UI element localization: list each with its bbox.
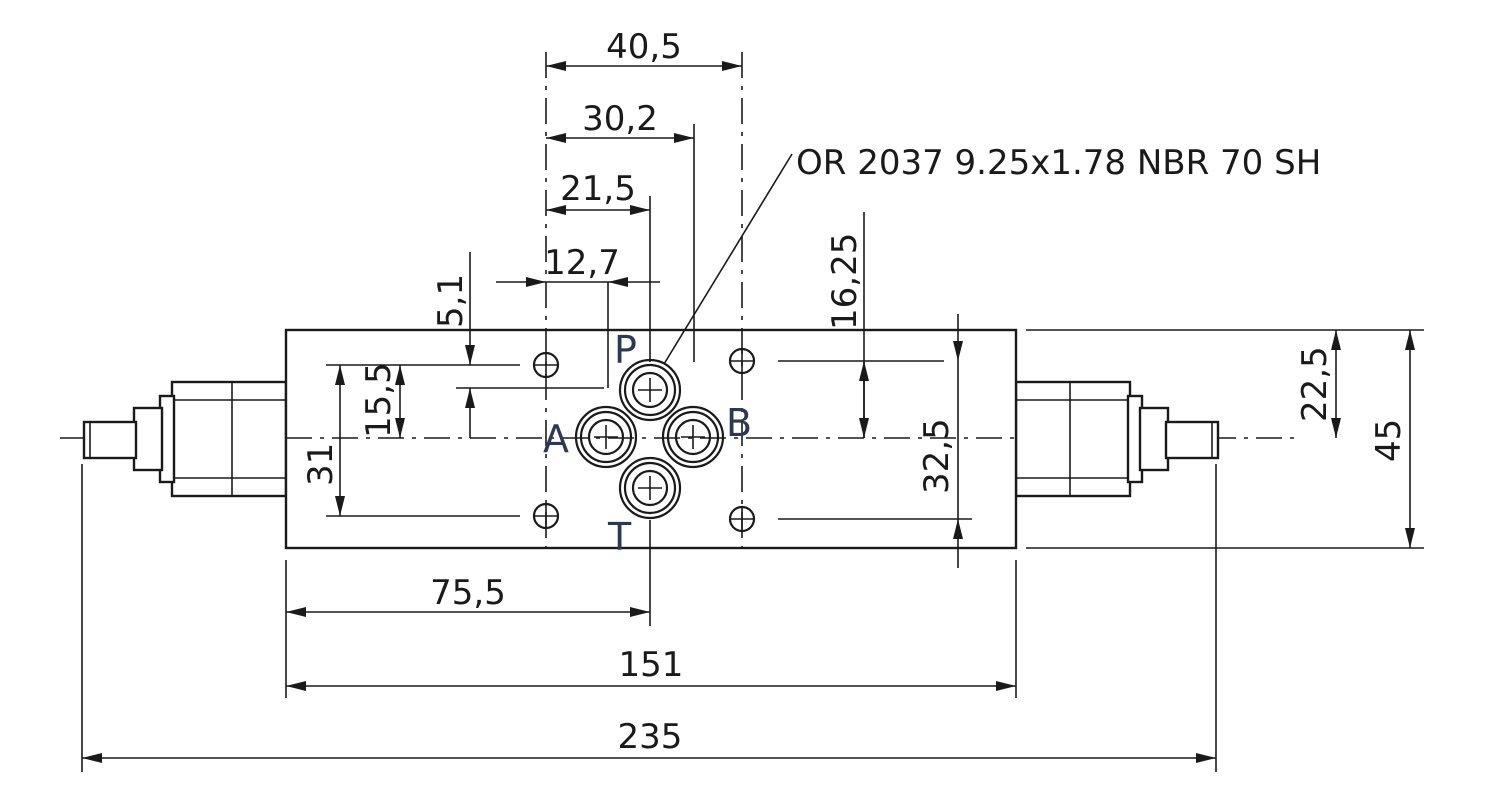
right-cartridge [1014, 380, 1220, 498]
port-label-t: T [607, 515, 632, 559]
dim-31: 31 [301, 443, 341, 486]
oring-callout: OR 2037 9.25x1.78 NBR 70 SH [796, 143, 1321, 183]
port-a-oring-icon [574, 405, 638, 469]
port-label-a: A [543, 417, 569, 461]
dim-40-5: 40,5 [606, 27, 682, 67]
dim-22-5: 22,5 [1295, 346, 1335, 422]
dim-30-2: 30,2 [582, 99, 658, 139]
screw-hole-icon [728, 505, 756, 533]
dim-235: 235 [618, 717, 683, 757]
valve-body [284, 328, 1018, 550]
dim-16-25: 16,25 [825, 233, 865, 330]
screw-hole-icon [728, 347, 756, 375]
dim-45: 45 [1369, 419, 1409, 462]
dim-12-7: 12,7 [544, 243, 620, 283]
screw-hole-icon [532, 502, 560, 530]
port-t-oring-icon [618, 456, 682, 520]
dim-21-5: 21,5 [560, 169, 636, 209]
dim-32-5: 32,5 [917, 418, 957, 494]
screw-hole-icon [532, 351, 560, 379]
dim-5-1: 5,1 [431, 274, 471, 328]
port-label-p: P [614, 328, 637, 372]
dim-151: 151 [619, 645, 684, 685]
oring-leader-line [663, 153, 793, 365]
port-b-oring-icon [661, 405, 725, 469]
left-cartridge [82, 380, 288, 498]
dim-15-5: 15,5 [359, 362, 399, 438]
dim-75-5: 75,5 [430, 573, 506, 613]
port-label-b: B [726, 401, 752, 445]
port-p-oring-icon [618, 358, 682, 422]
